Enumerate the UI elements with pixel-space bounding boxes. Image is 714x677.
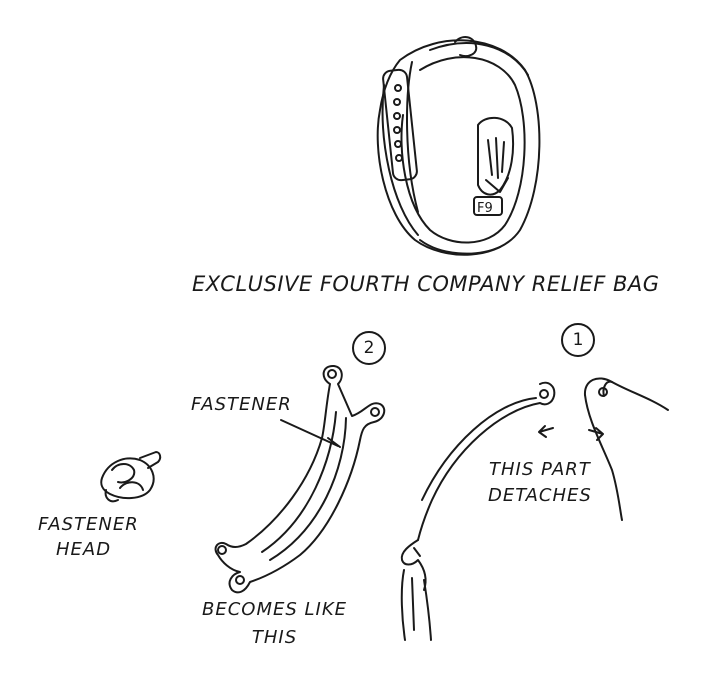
emblem-text: F9: [477, 201, 493, 216]
fastener-head-label: FASTENER HEAD: [38, 512, 139, 562]
step-1-marker: 1: [561, 323, 595, 357]
becomes-label-line2: THIS: [202, 624, 347, 652]
detaches-label-line1: THIS PART: [488, 457, 592, 483]
relief-bag-illustration: [378, 37, 540, 255]
fastener-head-label-line1: FASTENER: [38, 512, 139, 537]
detaching-strap-illustration: [402, 378, 668, 640]
fastener-head-label-line2: HEAD: [38, 537, 139, 562]
emblem-label-svg: F9: [472, 196, 504, 218]
fastener-label: FASTENER: [191, 394, 292, 415]
detaches-label: THIS PART DETACHES: [488, 457, 592, 509]
diagram-title: EXCLUSIVE FOURTH COMPANY RELIEF BAG: [192, 272, 660, 296]
fastener-head-illustration: [101, 452, 160, 501]
step-2-marker: 2: [352, 331, 386, 365]
detaches-label-line2: DETACHES: [488, 483, 592, 509]
becomes-label-line1: BECOMES LIKE: [202, 596, 347, 624]
becomes-label: BECOMES LIKE THIS: [202, 596, 347, 652]
